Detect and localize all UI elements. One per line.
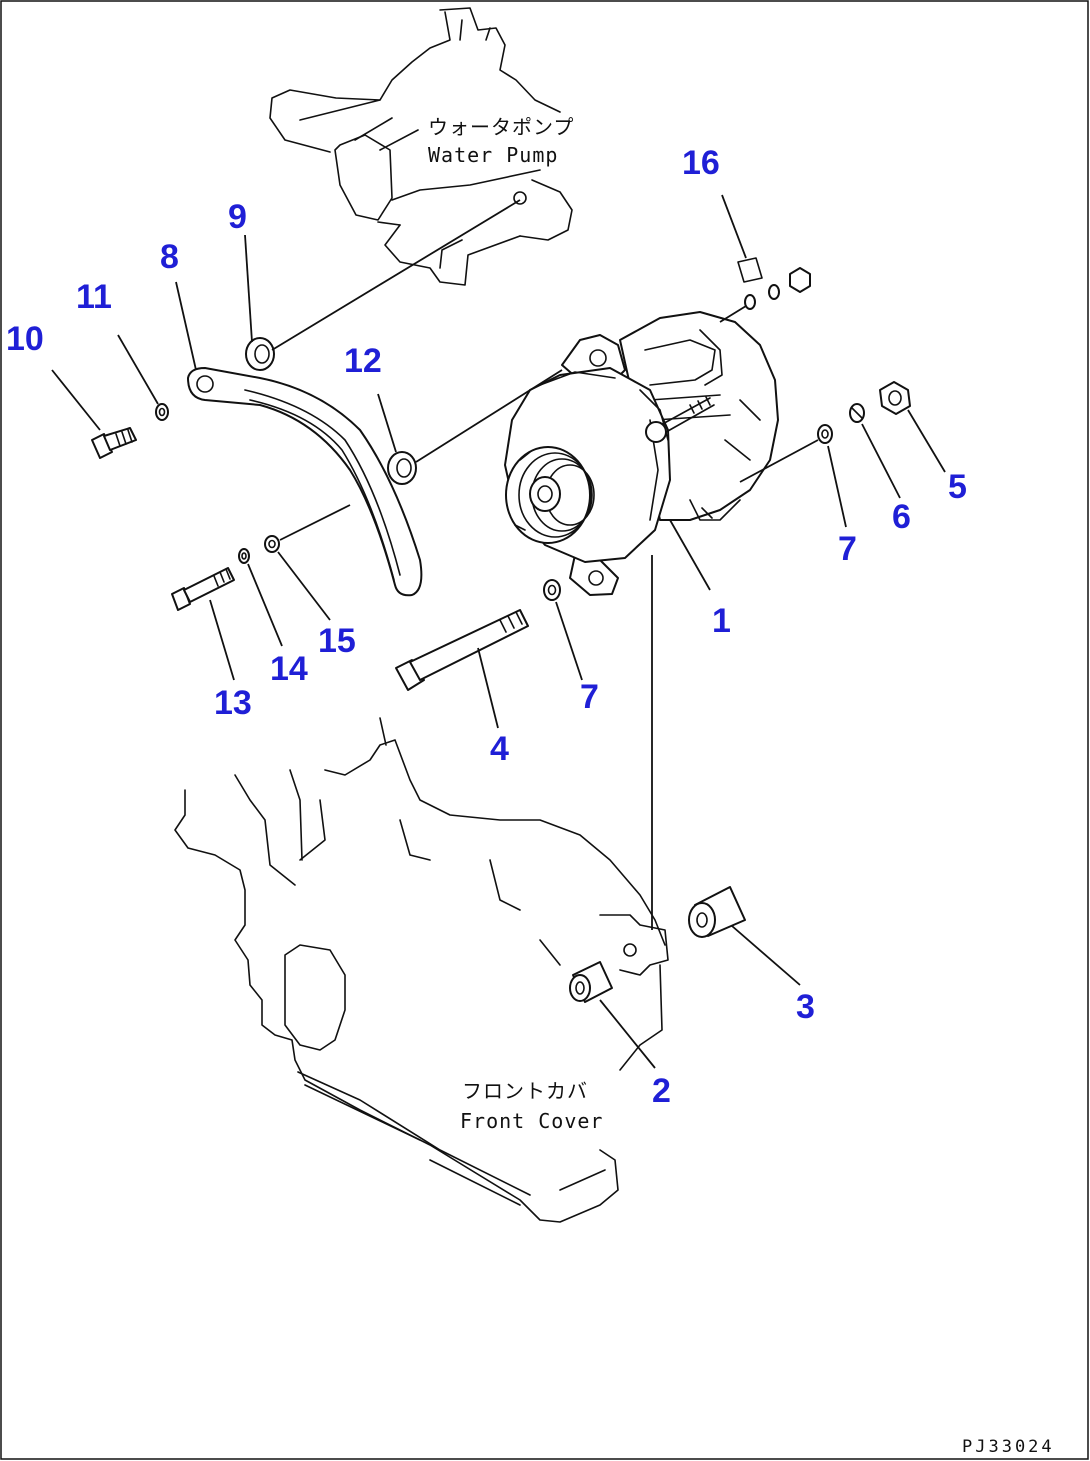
part-number-11: 11 — [76, 278, 112, 316]
terminal-hardware-16 — [737, 257, 811, 310]
part-number-15: 15 — [318, 622, 356, 660]
part-number-13: 13 — [214, 684, 252, 722]
part-number-labels: 1 2 3 4 5 6 7 7 8 9 10 11 12 13 14 15 16 — [6, 144, 967, 1110]
bushing-2 — [569, 961, 613, 1003]
part-number-8: 8 — [160, 238, 179, 276]
front-cover-jp-label: フロントカバ — [462, 1079, 588, 1103]
washer-7-upper — [817, 424, 833, 444]
part-number-7-lower: 7 — [580, 678, 599, 716]
part-number-7-upper: 7 — [838, 530, 857, 568]
part-number-3: 3 — [796, 988, 815, 1026]
bolt-10 — [91, 427, 137, 459]
nut-5 — [879, 381, 911, 415]
washer-14 — [238, 548, 250, 564]
bushing-3 — [688, 886, 746, 938]
alternator-assembly — [504, 311, 779, 596]
part-number-6: 6 — [892, 498, 911, 536]
part-number-2: 2 — [652, 1072, 671, 1110]
leader-lines — [51, 194, 946, 1069]
part-number-4: 4 — [490, 730, 509, 768]
water-pump-en-label: Water Pump — [428, 143, 558, 167]
part-number-9: 9 — [228, 198, 247, 236]
part-number-1: 1 — [712, 602, 731, 640]
water-pump-outline — [269, 7, 573, 286]
long-bolt-4 — [395, 609, 529, 691]
spacer-9 — [245, 337, 275, 371]
part-number-10: 10 — [6, 320, 44, 358]
part-number-14: 14 — [270, 650, 308, 688]
part-number-5: 5 — [948, 468, 967, 506]
front-cover-outline — [174, 717, 669, 1223]
washer-11 — [155, 403, 169, 421]
part-number-12: 12 — [344, 342, 382, 380]
front-cover-en-label: Front Cover — [460, 1109, 603, 1133]
lock-washer-6 — [849, 403, 865, 423]
spacer-12 — [387, 451, 417, 485]
adjusting-plate — [187, 367, 423, 597]
washer-15 — [264, 535, 280, 553]
water-pump-jp-label: ウォータポンプ — [428, 115, 574, 139]
document-code: PJ33024 — [962, 1437, 1055, 1457]
bolt-13 — [171, 567, 235, 611]
washer-7-lower — [543, 579, 561, 601]
part-number-16: 16 — [682, 144, 720, 182]
